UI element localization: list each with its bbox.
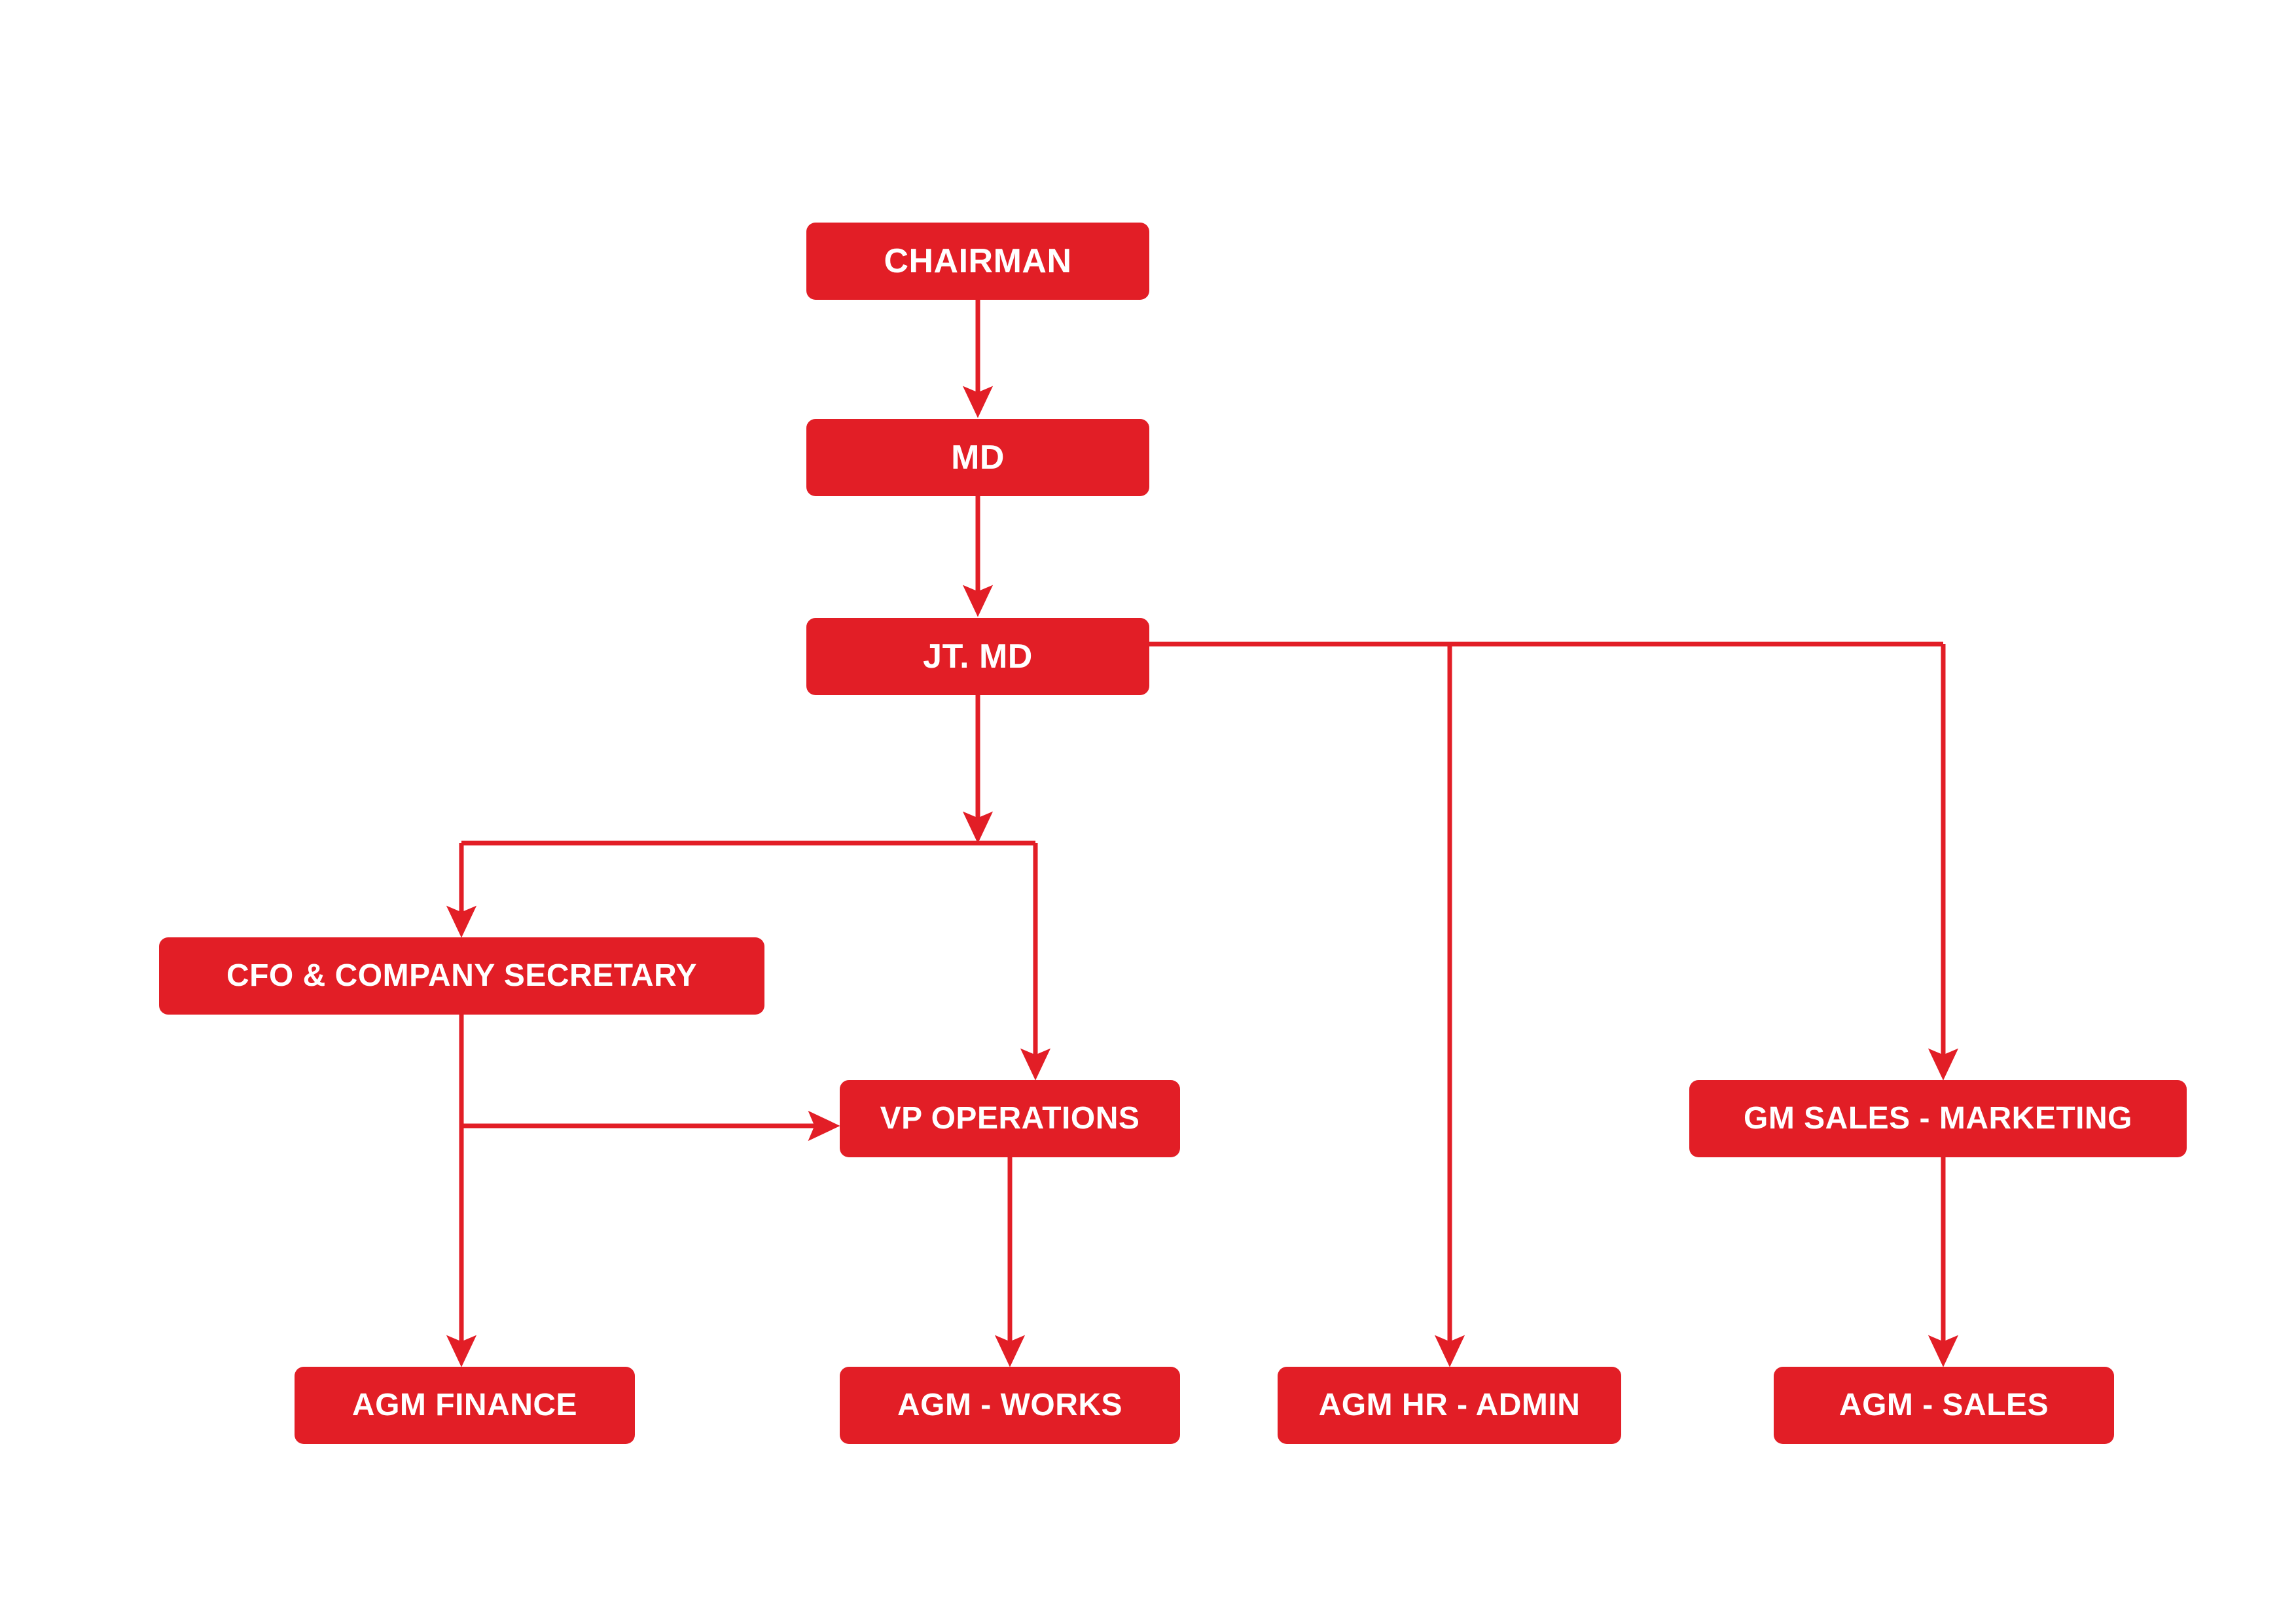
node-md[interactable]: MD [806,419,1149,496]
node-chairman[interactable]: CHAIRMAN [806,223,1149,300]
node-agm-hr-admin[interactable]: AGM HR - ADMIN [1278,1367,1621,1444]
node-agm-finance-label: AGM FINANCE [351,1388,578,1422]
node-gm-sales-marketing[interactable]: GM SALES - MARKETING [1689,1080,2187,1157]
node-chairman-label: CHAIRMAN [884,242,1072,280]
node-gm-sales-marketing-label: GM SALES - MARKETING [1744,1101,2132,1136]
node-vp-operations-label: VP OPERATIONS [880,1101,1140,1136]
node-agm-sales-label: AGM - SALES [1839,1388,2049,1422]
node-jt-md-label: JT. MD [923,638,1033,676]
node-agm-sales[interactable]: AGM - SALES [1774,1367,2114,1444]
node-cfo-company-secretary[interactable]: CFO & COMPANY SECRETARY [159,937,764,1015]
node-agm-works[interactable]: AGM - WORKS [840,1367,1180,1444]
node-jt-md[interactable]: JT. MD [806,618,1149,695]
node-cfo-company-secretary-label: CFO & COMPANY SECRETARY [226,958,698,993]
node-md-label: MD [951,439,1005,477]
node-agm-hr-admin-label: AGM HR - ADMIN [1318,1388,1581,1422]
node-agm-works-label: AGM - WORKS [897,1388,1123,1422]
node-vp-operations[interactable]: VP OPERATIONS [840,1080,1180,1157]
node-agm-finance[interactable]: AGM FINANCE [295,1367,635,1444]
